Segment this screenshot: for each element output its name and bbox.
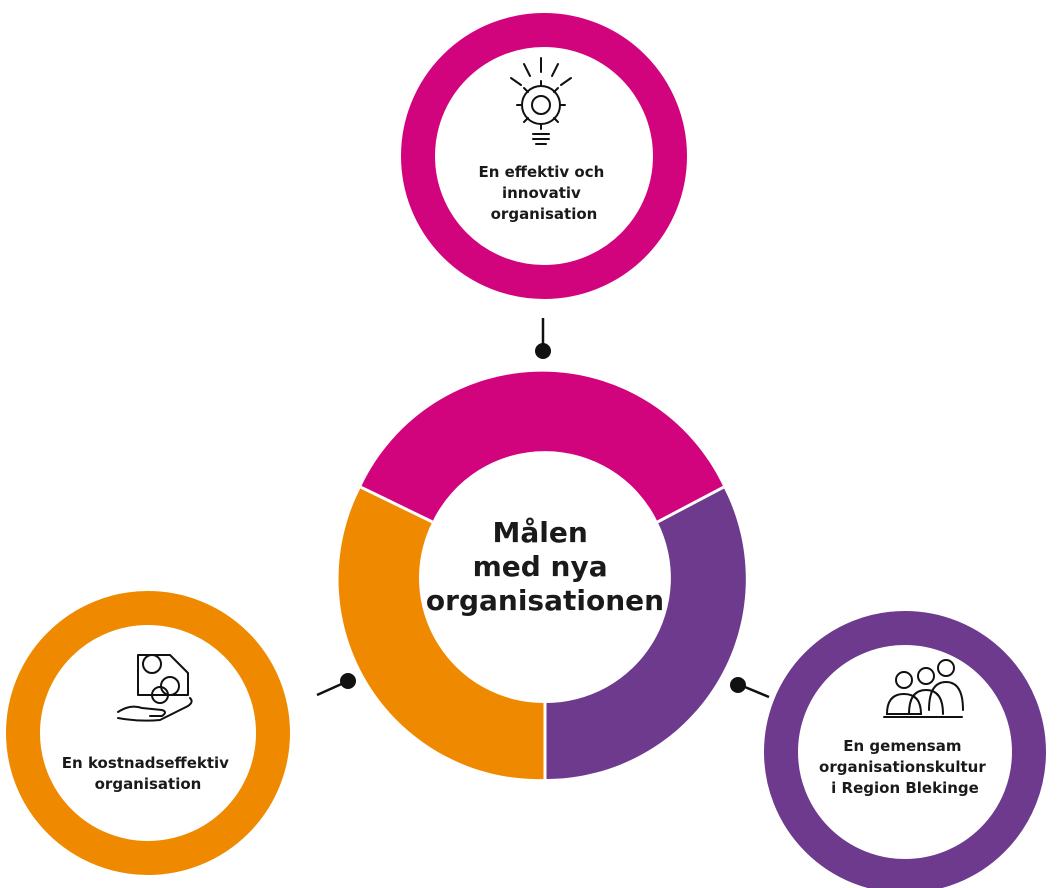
goal-top: En effektiv och innovativ organisation (401, 13, 687, 299)
goal-top-label: En effektiv och innovativ organisation (478, 163, 609, 223)
goal-top-line-1: En effektiv och (478, 163, 604, 181)
goal-top-line-3: organisation (491, 205, 598, 223)
donut-segment-magenta (360, 371, 724, 522)
center-line-2: med nya (473, 550, 608, 583)
goal-right: En gemensam organisationskultur i Region… (764, 611, 1046, 888)
lightbulb-gear-icon (510, 57, 572, 145)
hand-coins-icon (117, 654, 193, 722)
center-line-3: organisationen (426, 584, 664, 617)
center-donut: Målen med nya organisationen (338, 371, 746, 780)
connector-top-dot (535, 343, 551, 359)
connectors (316, 318, 770, 699)
goal-left-ring (6, 591, 290, 875)
connector-right-dot (730, 677, 746, 693)
donut-segment-orange (338, 487, 545, 780)
donut-segment-purple (545, 487, 746, 780)
center-title: Målen med nya organisationen (426, 516, 664, 617)
goal-left-label: En kostnadseffektiv organisation (62, 754, 234, 793)
goal-left: En kostnadseffektiv organisation (6, 591, 290, 875)
goal-right-ring (764, 611, 1046, 888)
goal-left-line-2: organisation (95, 775, 202, 793)
goal-right-line-3: i Region Blekinge (831, 779, 979, 797)
goal-right-label: En gemensam organisationskultur i Region… (819, 737, 991, 797)
goal-right-line-1: En gemensam (843, 737, 961, 755)
goal-left-line-1: En kostnadseffektiv (62, 754, 229, 772)
connector-left-dot (340, 673, 356, 689)
center-line-1: Målen (492, 516, 587, 549)
goal-right-line-2: organisationskultur (819, 758, 986, 776)
goal-top-line-2: innovativ (502, 184, 581, 202)
goal-top-ring (401, 13, 687, 299)
group-people-icon (883, 659, 964, 718)
